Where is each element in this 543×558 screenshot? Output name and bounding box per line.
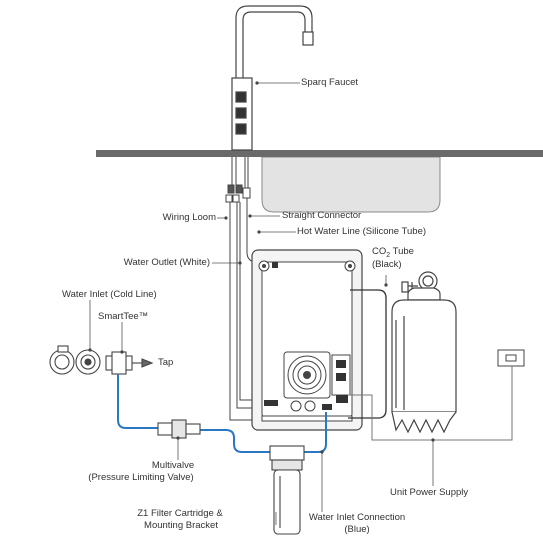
- label-unit-power-supply: Unit Power Supply: [390, 487, 469, 498]
- cold-line-inlet: [49, 345, 101, 375]
- label-straight-connector: Straight Connector: [282, 210, 362, 221]
- label-water-outlet: Water Outlet (White): [123, 257, 210, 268]
- label-co2-tube: CO2 Tube: [372, 246, 414, 262]
- power-outlet: [497, 349, 525, 367]
- label-water-inlet-connection: Water Inlet Connection: [308, 512, 406, 523]
- smarttee: [105, 351, 154, 375]
- power-cable: [348, 366, 513, 441]
- label-sparq-faucet: Sparq Faucet: [301, 77, 359, 88]
- label-multivalve-detail: (Pressure Limiting Valve): [88, 472, 194, 483]
- label-co2-tube-color: (Black): [372, 259, 402, 270]
- label-wiring-loom: Wiring Loom: [162, 212, 216, 223]
- leader-lines: [89, 82, 434, 525]
- blue-line-to-multivalve: [117, 374, 158, 429]
- label-hot-water-line: Hot Water Line (Silicone Tube): [297, 226, 427, 237]
- multivalve: [157, 419, 201, 439]
- label-smarttee: SmartTee™: [98, 311, 149, 322]
- label-tap: Tap: [158, 357, 174, 368]
- label-water-inlet: Water Inlet (Cold Line): [62, 289, 157, 300]
- z1-filter-cartridge: [269, 445, 305, 535]
- blue-line-to-filter: [200, 429, 272, 453]
- label-filter-bracket: Mounting Bracket: [144, 520, 218, 531]
- wiring-loom: [225, 157, 258, 421]
- sink-basin: [261, 156, 441, 213]
- faucet: [231, 5, 314, 151]
- label-water-inlet-connection-color: (Blue): [344, 524, 370, 535]
- co2-tube-text-rest: Tube: [390, 246, 414, 257]
- straight-connector: [242, 157, 251, 199]
- co2-tube: [348, 289, 387, 419]
- sparkling-unit: [251, 249, 363, 431]
- co2-cylinder: [391, 271, 457, 434]
- co2-tube-text-co: CO: [372, 246, 387, 257]
- countertop: [96, 150, 543, 157]
- co2-tube-subscript: 2: [386, 251, 391, 259]
- label-multivalve: Multivalve: [151, 460, 195, 471]
- label-filter-cartridge: Z1 Filter Cartridge &: [137, 508, 223, 519]
- blue-line-to-unit: [302, 412, 327, 453]
